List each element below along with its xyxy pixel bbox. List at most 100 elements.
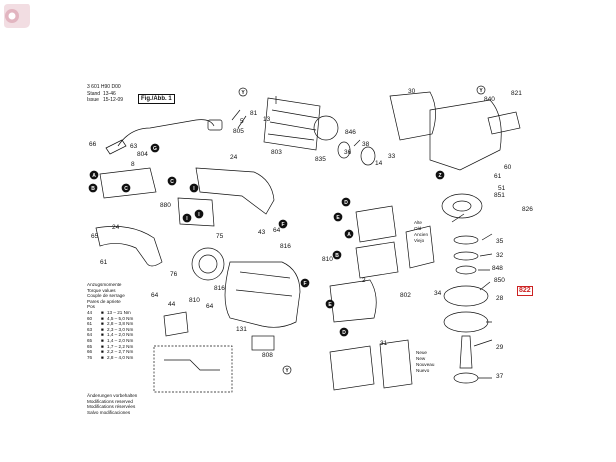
callout-76: 76 (170, 271, 178, 278)
callout-44: 44 (168, 301, 176, 308)
cover-2-drawing (329, 279, 377, 323)
callout-75: 75 (216, 233, 224, 240)
torque-row: 65■1,7 – 2,2 Nm (87, 344, 133, 350)
marker-g-circle: G (150, 143, 160, 153)
marker-letter: F (303, 281, 306, 287)
callout-36: 36 (344, 149, 352, 156)
marker-a-circle: A (344, 229, 354, 239)
marker-e-circle: E (333, 212, 343, 222)
screw-symbol: ■ (101, 337, 104, 343)
callout-835: 835 (315, 156, 326, 163)
note-de: Änderungen vorbehalten (87, 393, 138, 398)
torque-pos-header: Pos (87, 304, 95, 310)
callout-63: 63 (130, 143, 138, 150)
svg-text:Alte: Alte (414, 220, 422, 225)
torque-table: Anzugsmomente Torque values Couple de se… (87, 282, 133, 360)
modification-notes: Änderungen vorbehalten Modifications res… (87, 393, 137, 415)
stand-label: Stand (87, 91, 101, 97)
svg-text:Neue: Neue (416, 350, 427, 355)
callout-28: 28 (496, 295, 504, 302)
callout-810: 810 (189, 297, 200, 304)
marker-d-circle: D (341, 197, 351, 207)
callout-65: 65 (91, 233, 99, 240)
callout-840: 840 (484, 96, 495, 103)
marker-letter: Y (241, 90, 245, 96)
electronics-880-drawing (177, 197, 215, 227)
callout-850: 850 (494, 277, 505, 284)
marker-f-circle: F (300, 278, 310, 288)
torque-row: 65■1,4 – 2,0 Nm (87, 338, 133, 344)
callout-880: 880 (160, 202, 171, 209)
svg-text:Ancien: Ancien (414, 232, 428, 237)
callout-81: 81 (250, 110, 258, 117)
torque-row: 66■2,2 – 2,7 Nm (87, 349, 133, 355)
callout-816: 816 (280, 243, 291, 250)
bearing-36-drawing (337, 141, 351, 159)
torque-title-fr: Couple de serrage (87, 293, 125, 299)
fan-75-drawing (191, 247, 225, 281)
torque-row: 44■13 – 21 Nm (87, 310, 133, 316)
part-808-drawing (251, 335, 275, 351)
torque-pos: 65 (87, 343, 93, 349)
callout-64: 64 (206, 303, 214, 310)
marker-letter: A (92, 173, 96, 179)
torque-value: 2,8 – 3,8 Nm (107, 321, 134, 327)
callout-64: 64 (273, 227, 281, 234)
marker-letter: I (198, 212, 200, 218)
callout-31: 31 (380, 340, 388, 347)
callout-826: 826 (522, 206, 533, 213)
torque-pos: 60 (87, 315, 93, 321)
marker-b-circle: B (332, 250, 342, 260)
new-brush-holder-drawing (329, 345, 375, 391)
marker-letter: B (335, 253, 339, 259)
screw-symbol: ■ (101, 321, 104, 327)
callout-33: 33 (388, 153, 396, 160)
callout-66: 66 (89, 141, 97, 148)
callout-layer: 5805811380383584636381433308408215160618… (89, 88, 533, 380)
marker-e-circle: E (325, 299, 335, 309)
issue-value: 15-12-09 (103, 97, 124, 103)
callout-851: 851 (494, 192, 505, 199)
callout-2: 2 (362, 277, 366, 284)
handle-24-left-drawing (95, 226, 163, 267)
marker-c-circle: C (167, 176, 177, 186)
handle-24-right-drawing (195, 167, 275, 215)
torque-row: 61 ■2,8 – 3,8 Nm (87, 321, 133, 327)
marker-y-circle: Y (476, 85, 486, 95)
marker-letter: B (91, 186, 95, 192)
torque-pos: 61 (87, 321, 93, 327)
screw-symbol: ■ (101, 315, 104, 321)
callout-32: 32 (496, 252, 504, 259)
torque-pos: 65 (87, 337, 93, 343)
marker-letter: Y (479, 88, 483, 94)
callout-34: 34 (434, 290, 442, 297)
marker-letter: D (344, 200, 348, 206)
torque-pos: 64 (87, 332, 93, 338)
new-field-drawing (379, 339, 413, 389)
callout-29: 29 (496, 344, 504, 351)
callout-846: 846 (345, 129, 356, 136)
marker-i-circle: I (182, 213, 192, 223)
callout-848: 848 (492, 265, 503, 272)
marker-letter: E (328, 302, 332, 308)
old-version-labels: Alte Old Ancien Viejo (414, 220, 428, 243)
torque-pos: 63 (87, 326, 93, 332)
screw-symbol: ■ (101, 326, 104, 332)
torque-value: 4,5 – 5,0 Nm (107, 315, 134, 321)
marker-letter: F (281, 222, 284, 228)
ring-848-drawing (455, 265, 477, 275)
armature-803-drawing (263, 97, 321, 151)
figure-label: Fig./Abb. 1 (138, 94, 175, 104)
bevel-gear-826-drawing (441, 193, 483, 219)
washer-32-drawing (453, 251, 479, 261)
commutator-fan-drawing (313, 115, 339, 141)
wiring-inset-drawing (153, 345, 233, 393)
torque-pos: 76 (87, 354, 93, 360)
marker-y-circle: Y (282, 365, 292, 375)
brush-holder-mid-drawing (355, 241, 399, 279)
callout-803: 803 (271, 149, 282, 156)
torque-row: 64■1,4 – 2,0 Nm (87, 332, 133, 338)
nut-37-drawing (453, 372, 479, 384)
torque-title-en: Torque values (87, 287, 116, 293)
